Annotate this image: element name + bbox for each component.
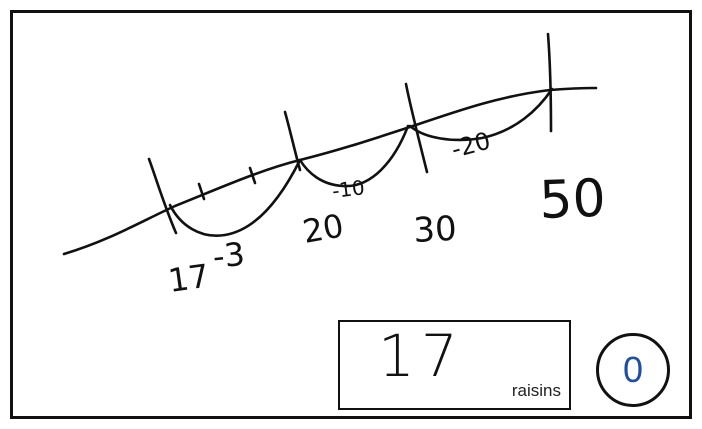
jump-arc-minus-3 xyxy=(168,158,302,237)
jump-arc-minus-20 xyxy=(408,87,554,142)
answer-box: 17 raisins xyxy=(338,320,571,410)
jump-label-minus-3: -3 xyxy=(211,235,247,276)
tick-minor-2 xyxy=(248,166,257,185)
answer-unit: raisins xyxy=(511,381,561,400)
score-value: 0 xyxy=(622,349,644,390)
jump-label-minus-20: -20 xyxy=(448,127,493,164)
tick-label-17: 17 xyxy=(166,257,212,300)
tick-label-20: 20 xyxy=(300,206,347,250)
tick-30 xyxy=(404,82,429,174)
tick-label-30: 30 xyxy=(412,209,457,251)
tick-label-50: 50 xyxy=(538,169,606,231)
tick-minor-1 xyxy=(197,182,206,201)
jump-label-minus-10: -10 xyxy=(331,175,366,203)
answer-value: 17 xyxy=(378,322,464,390)
tick-17 xyxy=(147,157,178,235)
jump-arc-minus-10 xyxy=(298,124,410,188)
tick-50 xyxy=(546,32,553,133)
score-badge: 0 xyxy=(596,333,670,407)
